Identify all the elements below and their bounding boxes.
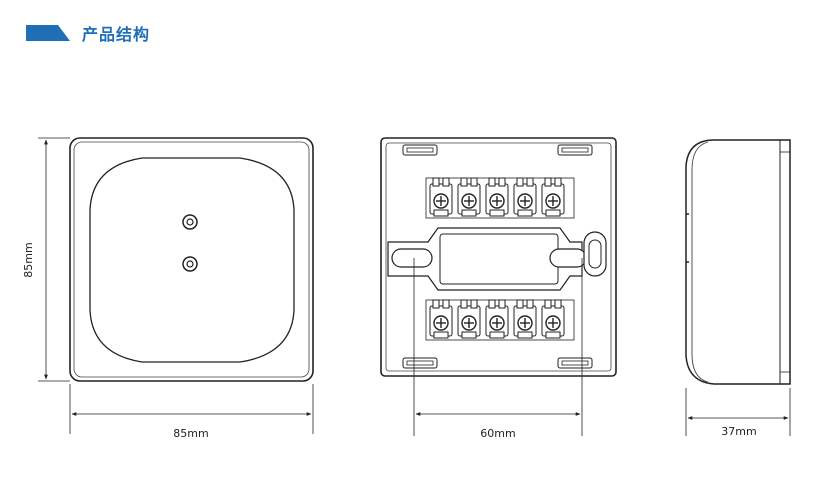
front-inner-frame — [73, 141, 310, 378]
clip-top-right — [557, 144, 593, 156]
side-view — [685, 139, 791, 385]
clip-bottom-right — [557, 357, 593, 369]
back-hole-spacing-dimension: 60mm — [413, 258, 583, 440]
side-latch — [583, 231, 607, 277]
back-view — [380, 137, 617, 377]
section-title: 产品结构 — [82, 25, 151, 44]
front-width-dimension: 85mm — [69, 384, 314, 440]
terminal-row-bottom — [425, 299, 575, 341]
front-view — [69, 137, 314, 382]
indicator-led-top-icon — [182, 214, 198, 230]
clip-top-left — [402, 144, 438, 156]
terminal-screw-icon — [485, 299, 509, 339]
mounting-hole-left — [391, 248, 433, 268]
side-depth-dimension: 37mm — [685, 388, 791, 438]
terminal-row-top — [425, 177, 575, 219]
section-header: 产品结构 — [26, 18, 150, 48]
clip-bottom-left — [402, 357, 438, 369]
terminal-screw-icon — [513, 177, 537, 217]
side-housing — [685, 139, 791, 385]
indicator-led-bottom-icon — [182, 256, 198, 272]
terminal-screw-icon — [541, 177, 565, 217]
terminal-screw-icon — [457, 177, 481, 217]
terminal-screw-icon — [541, 299, 565, 339]
front-width-label: 85mm — [173, 427, 208, 440]
terminal-screw-icon — [429, 177, 453, 217]
front-height-label: 85mm — [22, 242, 35, 277]
depth-label: 37mm — [721, 425, 756, 438]
terminal-screw-icon — [485, 177, 509, 217]
blue-flag-tab-icon — [26, 25, 70, 41]
terminal-screw-icon — [513, 299, 537, 339]
back-inner-frame — [385, 142, 612, 372]
front-height-dimension: 85mm — [22, 137, 70, 382]
mounting-bracket — [387, 227, 607, 291]
hole-spacing-label: 60mm — [480, 427, 515, 440]
terminal-screw-icon — [457, 299, 481, 339]
mounting-hole-right — [549, 248, 587, 268]
terminal-screw-icon — [429, 299, 453, 339]
